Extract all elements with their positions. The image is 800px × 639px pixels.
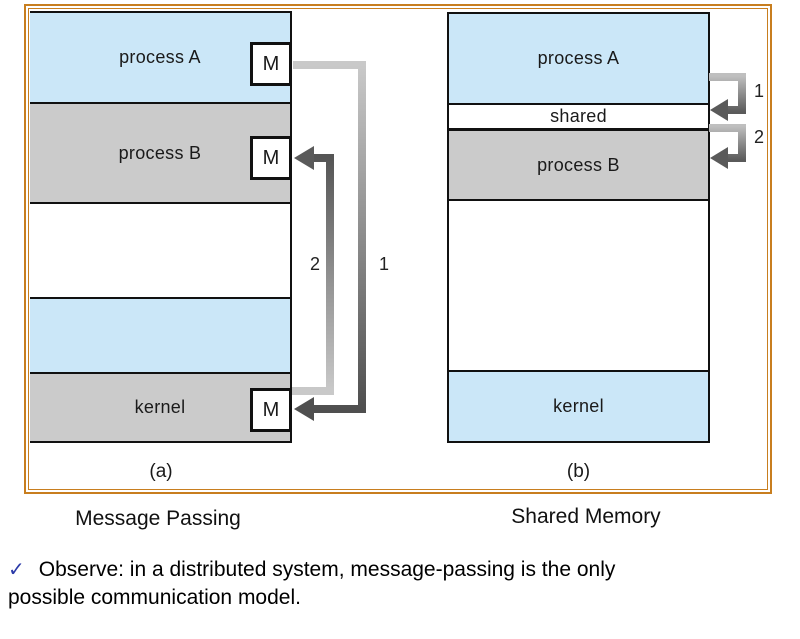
panel-a-arrow2-number: 2 [309, 254, 320, 274]
message-box-label: M [262, 398, 280, 421]
figure-frame-inner [28, 8, 768, 490]
panel-b-empty-band [449, 201, 708, 372]
panel-b-kernel-label: kernel [553, 396, 604, 416]
check-mark-icon: ✓ [8, 559, 25, 581]
panel-b-process-a-label: process A [537, 48, 620, 68]
panel-b-arrow1-number: 1 [753, 81, 764, 101]
note-line-1: Observe: in a distributed system, messag… [38, 558, 616, 581]
panel-a-empty-band [30, 204, 290, 299]
message-box-label: M [262, 52, 280, 75]
panel-b-memory-column: process A shared process B kernel [447, 12, 710, 443]
figure-frame-outer [24, 4, 772, 494]
message-box-label: M [262, 146, 280, 169]
panel-a-arrow1-number: 1 [378, 254, 389, 274]
panel-a-blue-band [30, 299, 290, 374]
observe-note: ✓ Observe: in a distributed system, messa… [8, 556, 796, 612]
panel-b-arrow2-number: 2 [753, 127, 764, 147]
message-box-process-b: M [250, 136, 292, 180]
panel-b-shared-label: shared [550, 106, 607, 126]
panel-b-title: Shared Memory [511, 505, 661, 528]
panel-a-caption: (a) [149, 461, 173, 482]
panel-a-title: Message Passing [75, 507, 241, 530]
panel-b-caption: (b) [566, 461, 591, 482]
message-box-process-a: M [250, 42, 292, 86]
panel-b-process-b-label: process B [537, 154, 620, 175]
note-line-2: possible communication model. [8, 586, 301, 609]
panel-a-process-a-label: process A [119, 47, 201, 67]
panel-b-kernel-band: kernel [449, 372, 708, 441]
panel-a-process-a-band: process A [30, 13, 290, 104]
panel-a-process-b-label: process B [118, 142, 202, 163]
panel-a-kernel-label: kernel [134, 397, 186, 417]
message-box-kernel: M [250, 388, 292, 432]
panel-b-shared-band: shared [449, 105, 708, 131]
panel-a-kernel-band: kernel [30, 374, 290, 441]
panel-b-process-b-band: process B [449, 131, 708, 201]
panel-a-process-b-band: process B [30, 104, 290, 204]
panel-a-memory-column: process A process B kernel [30, 11, 292, 443]
panel-b-process-a-band: process A [449, 14, 708, 105]
